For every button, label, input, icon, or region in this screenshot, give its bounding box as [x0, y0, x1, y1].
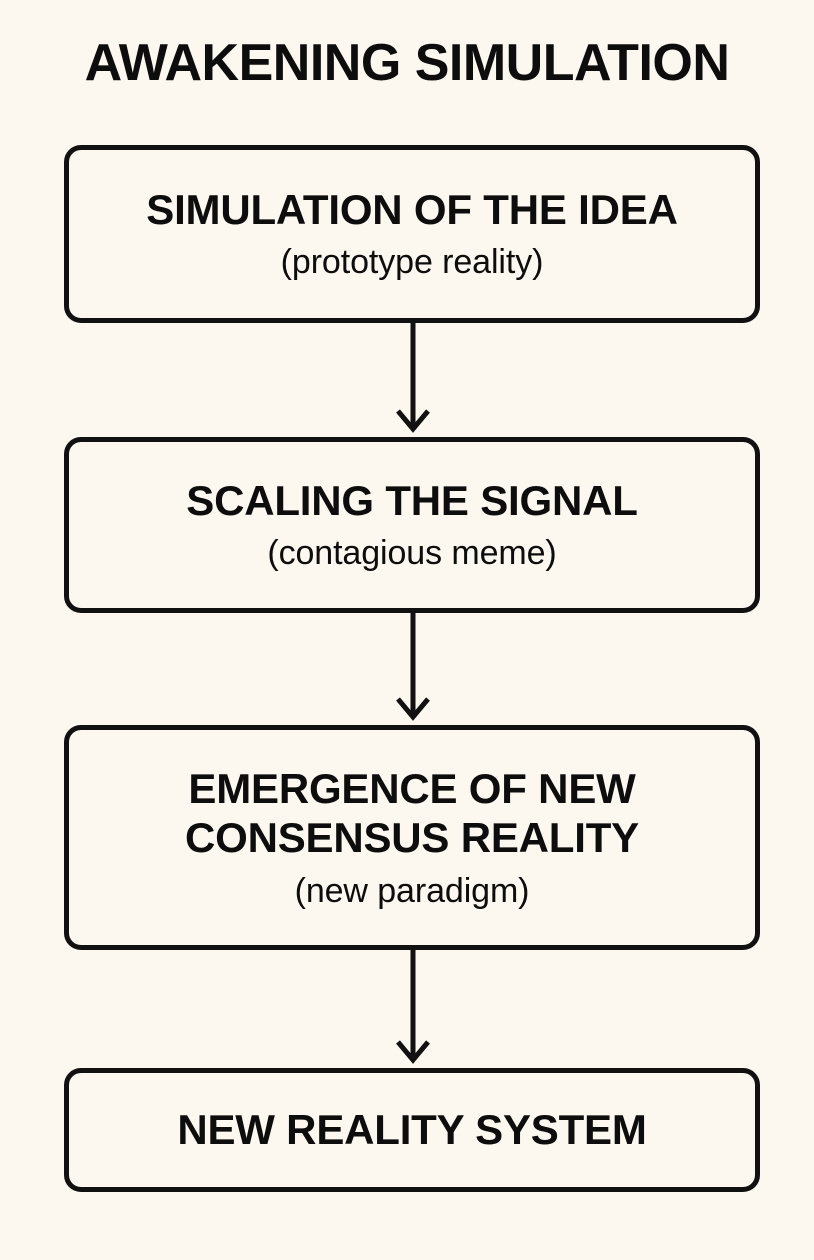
- flow-node-simulation-of-the-idea[interactable]: SIMULATION OF THE IDEA (prototype realit…: [64, 145, 760, 323]
- flow-node-heading: NEW REALITY SYSTEM: [177, 1106, 647, 1154]
- flow-node-scaling-the-signal[interactable]: SCALING THE SIGNAL (contagious meme): [64, 437, 760, 613]
- arrow-down-icon: [396, 950, 430, 1064]
- flow-node-subtitle: (new paradigm): [294, 871, 530, 910]
- flow-node-heading: SIMULATION OF THE IDEA: [146, 185, 678, 233]
- flow-node-subtitle: (contagious meme): [267, 534, 557, 573]
- page-title: AWAKENING SIMULATION: [84, 34, 730, 92]
- connector-arrow-3: [383, 950, 443, 1068]
- flow-node-new-reality-system[interactable]: NEW REALITY SYSTEM: [64, 1068, 760, 1192]
- flow-node-heading: EMERGENCE OF NEW CONSENSUS REALITY: [185, 764, 639, 862]
- arrow-down-icon: [396, 323, 430, 433]
- flow-node-heading: SCALING THE SIGNAL: [186, 476, 638, 524]
- arrow-down-icon: [396, 613, 430, 721]
- connector-arrow-1: [383, 323, 443, 437]
- flow-node-emergence-of-new-consensus-reality[interactable]: EMERGENCE OF NEW CONSENSUS REALITY (new …: [64, 725, 760, 950]
- connector-arrow-2: [383, 613, 443, 725]
- flow-node-subtitle: (prototype reality): [280, 243, 544, 282]
